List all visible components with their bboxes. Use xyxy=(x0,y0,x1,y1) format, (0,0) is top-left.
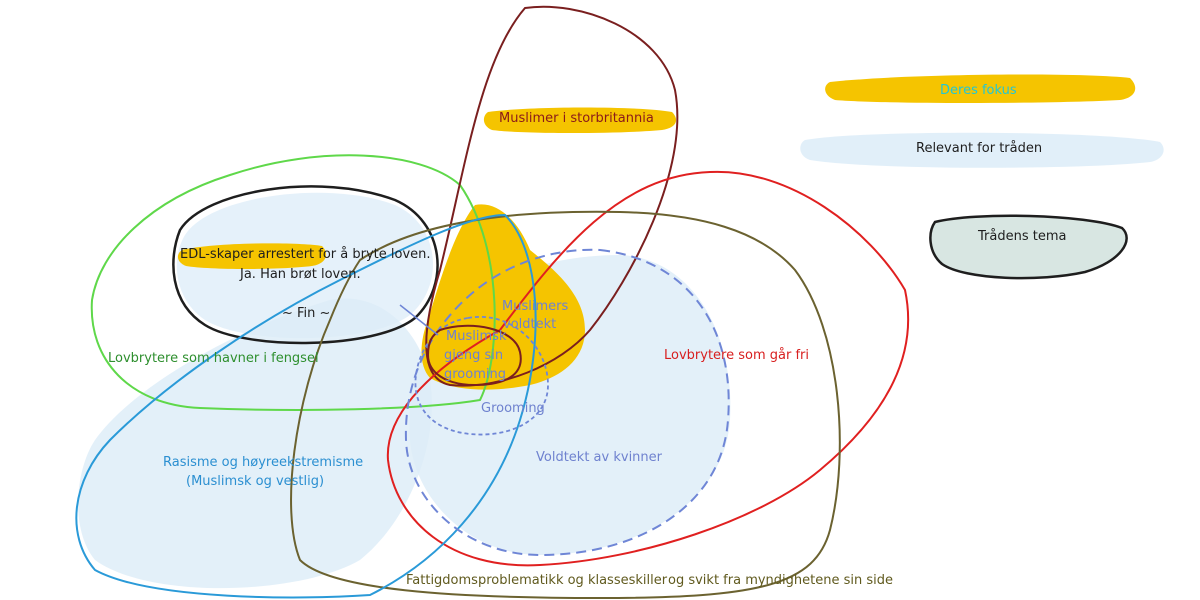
outline-racism xyxy=(75,213,537,599)
outline-muslims-uk xyxy=(425,5,679,387)
legend-theme-label: Trådens tema xyxy=(978,229,1067,244)
label-muslims-uk: Muslimer i storbritannia xyxy=(499,111,654,126)
relevant-legend-swatch xyxy=(800,132,1164,168)
label-poverty-a: Fattigdomsproblematikk og klasseskiller xyxy=(406,573,668,588)
label-fin: ~ Fin ~ xyxy=(282,306,331,321)
relevant-region-racism xyxy=(78,298,432,589)
label-edl-line2: Ja. Han brøt loven. xyxy=(240,267,361,282)
label-gang-3: grooming xyxy=(444,367,506,382)
focus-highlight-center xyxy=(421,204,585,390)
outline-violence-women xyxy=(404,248,730,557)
outline-edl xyxy=(172,185,439,345)
outline-poverty xyxy=(290,210,841,600)
outline-gang-grooming xyxy=(426,324,522,387)
label-gang-2: gjeng sin xyxy=(444,348,504,363)
pointer-line xyxy=(399,304,439,336)
label-poverty-b: og svikt fra myndighetene sin side xyxy=(668,573,893,588)
label-racism-1: Rasisme og høyreekstremisme xyxy=(163,455,364,470)
focus-legend-swatch xyxy=(825,74,1136,103)
label-gang-1: Muslimsk xyxy=(446,329,507,344)
focus-highlight-edl xyxy=(177,243,327,269)
focus-highlight-muslims-uk xyxy=(483,107,677,133)
outline-prison xyxy=(90,154,496,411)
outline-free xyxy=(386,170,910,567)
label-rape-women: Voldtekt av kvinner xyxy=(536,450,663,465)
label-prison: Lovbrytere som havner i fengsel xyxy=(108,351,319,366)
theme-legend-swatch xyxy=(929,214,1128,280)
label-edl-line1: EDL-skaper arrestert for å bryte loven. xyxy=(180,247,431,262)
label-muslim-violence-1: Muslimers xyxy=(502,299,569,314)
legend-focus-label: Deres fokus xyxy=(940,83,1017,98)
legend-relevant-label: Relevant for tråden xyxy=(916,141,1043,156)
label-grooming: Grooming xyxy=(481,401,545,416)
label-free: Lovbrytere som går fri xyxy=(664,348,809,363)
label-muslim-violence-2: voldtekt xyxy=(503,317,557,332)
label-racism-2: (Muslimsk og vestlig) xyxy=(186,474,325,489)
